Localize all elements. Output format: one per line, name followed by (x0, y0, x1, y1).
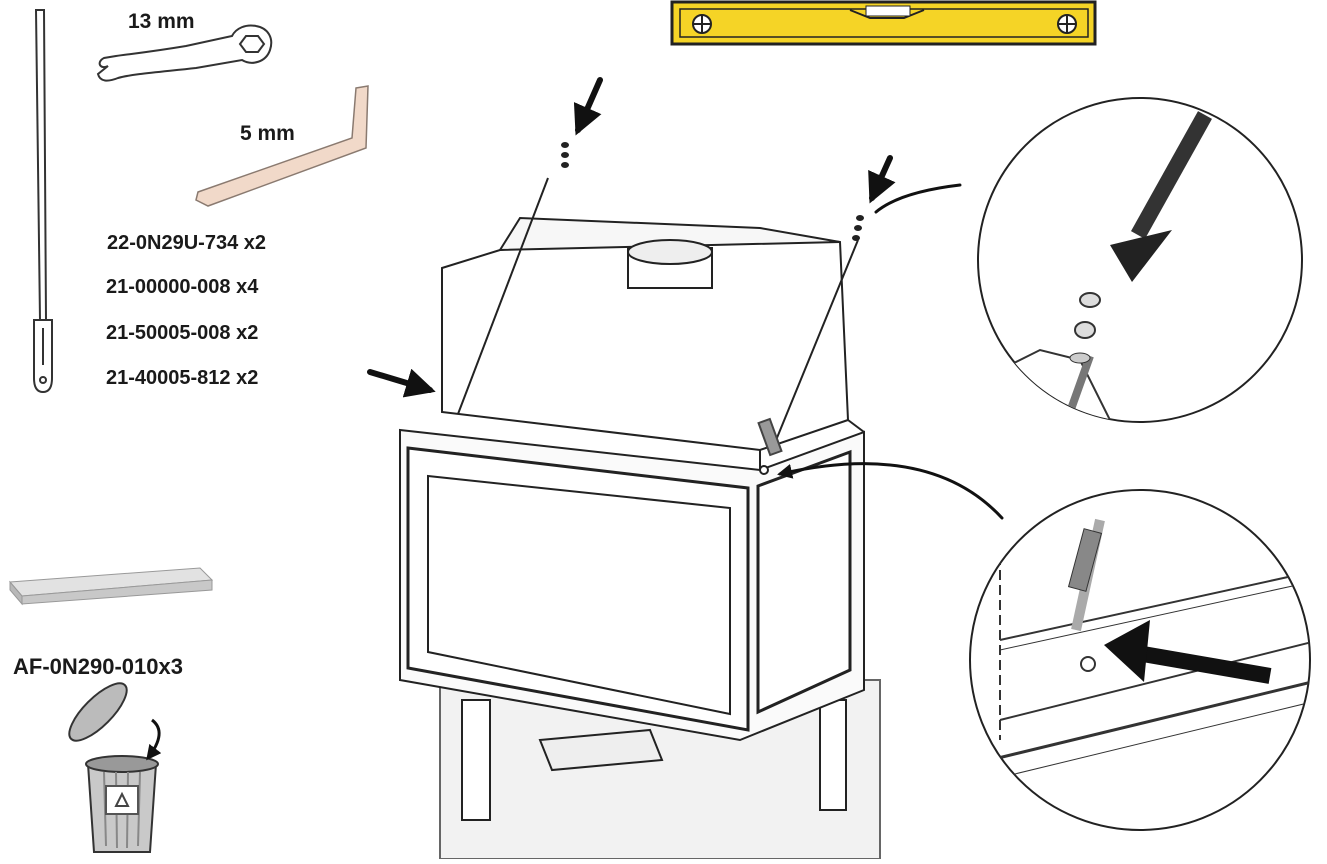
hex-key-icon (195, 85, 369, 207)
magnifier-detail (969, 489, 1311, 831)
insulation-code-label: AF-0N290-010x3 (13, 654, 183, 679)
part-label: 21-00000-008 x4 (106, 276, 259, 298)
wrench-size-label: 13 mm (128, 10, 195, 33)
recycle-icon (114, 791, 130, 807)
recycle-bin-icon (68, 682, 162, 853)
part-label: 21-50005-008 x2 (106, 322, 259, 344)
wrench-icon (96, 24, 273, 82)
magnifier-detail (977, 97, 1303, 423)
spirit-level-icon (670, 0, 1097, 46)
fireplace-insert (399, 177, 881, 860)
hex-key-size-label: 5 mm (240, 122, 295, 145)
part-label: 22-0N29U-734 x2 (107, 232, 266, 254)
arrow-icon (367, 77, 1004, 520)
poker-rod-icon (33, 9, 53, 394)
insulation-board-icon (8, 567, 214, 606)
part-label: 21-40005-812 x2 (106, 367, 259, 389)
nuts-left (561, 142, 569, 168)
nuts-right (852, 215, 864, 241)
